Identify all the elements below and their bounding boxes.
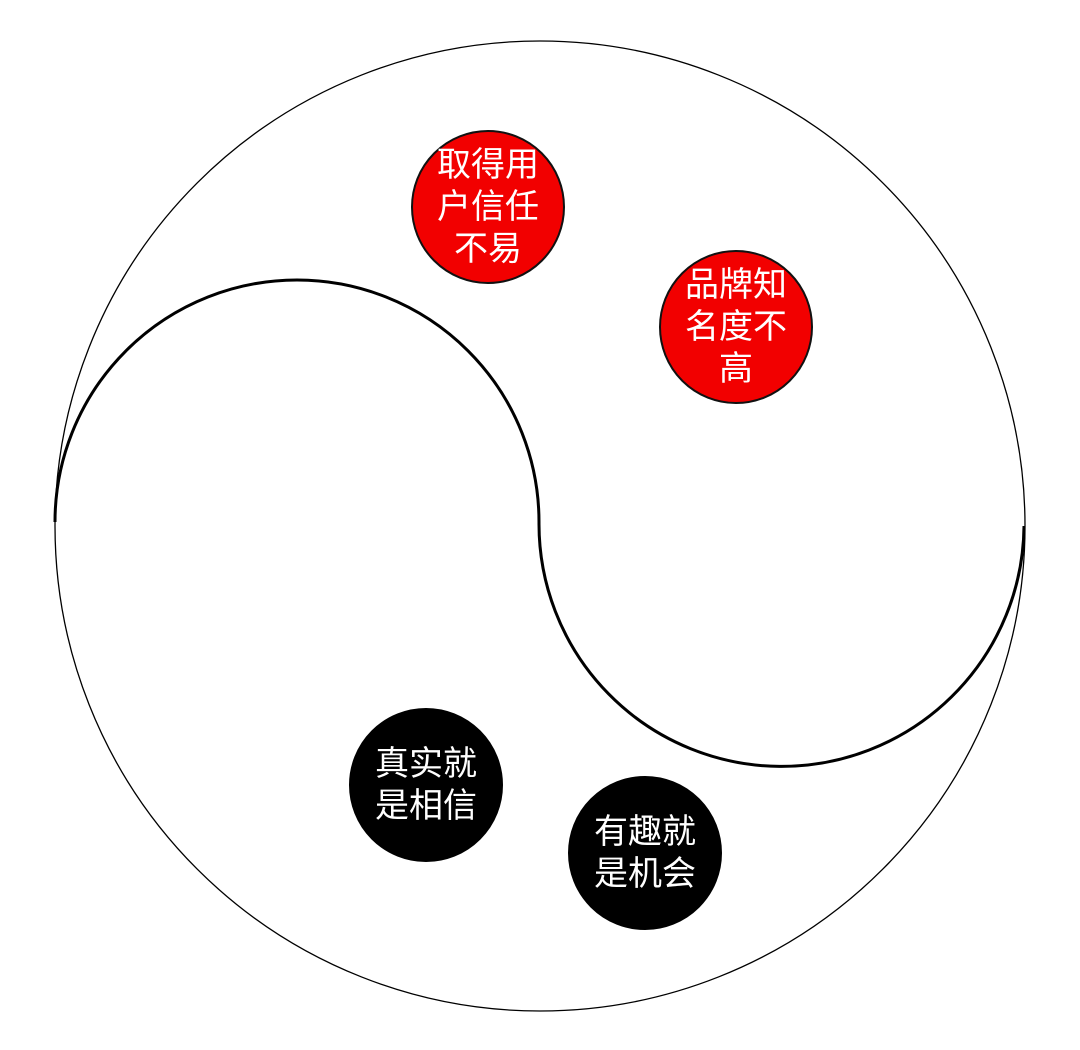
challenge-label: 取得用 户信任 不易 — [437, 145, 539, 269]
opportunity-bubble-authenticity: 真实就 是相信 — [349, 708, 503, 862]
outer-circle — [54, 40, 1026, 1012]
s-curve-divider — [53, 278, 1026, 768]
opportunity-label: 有趣就 是机会 — [594, 812, 696, 894]
opportunity-label: 真实就 是相信 — [375, 744, 477, 826]
challenge-bubble-user-trust: 取得用 户信任 不易 — [411, 130, 565, 284]
opportunity-bubble-fun: 有趣就 是机会 — [568, 776, 722, 930]
challenge-label: 品牌知 名度不 高 — [685, 265, 787, 389]
challenge-bubble-brand-awareness: 品牌知 名度不 高 — [659, 250, 813, 404]
